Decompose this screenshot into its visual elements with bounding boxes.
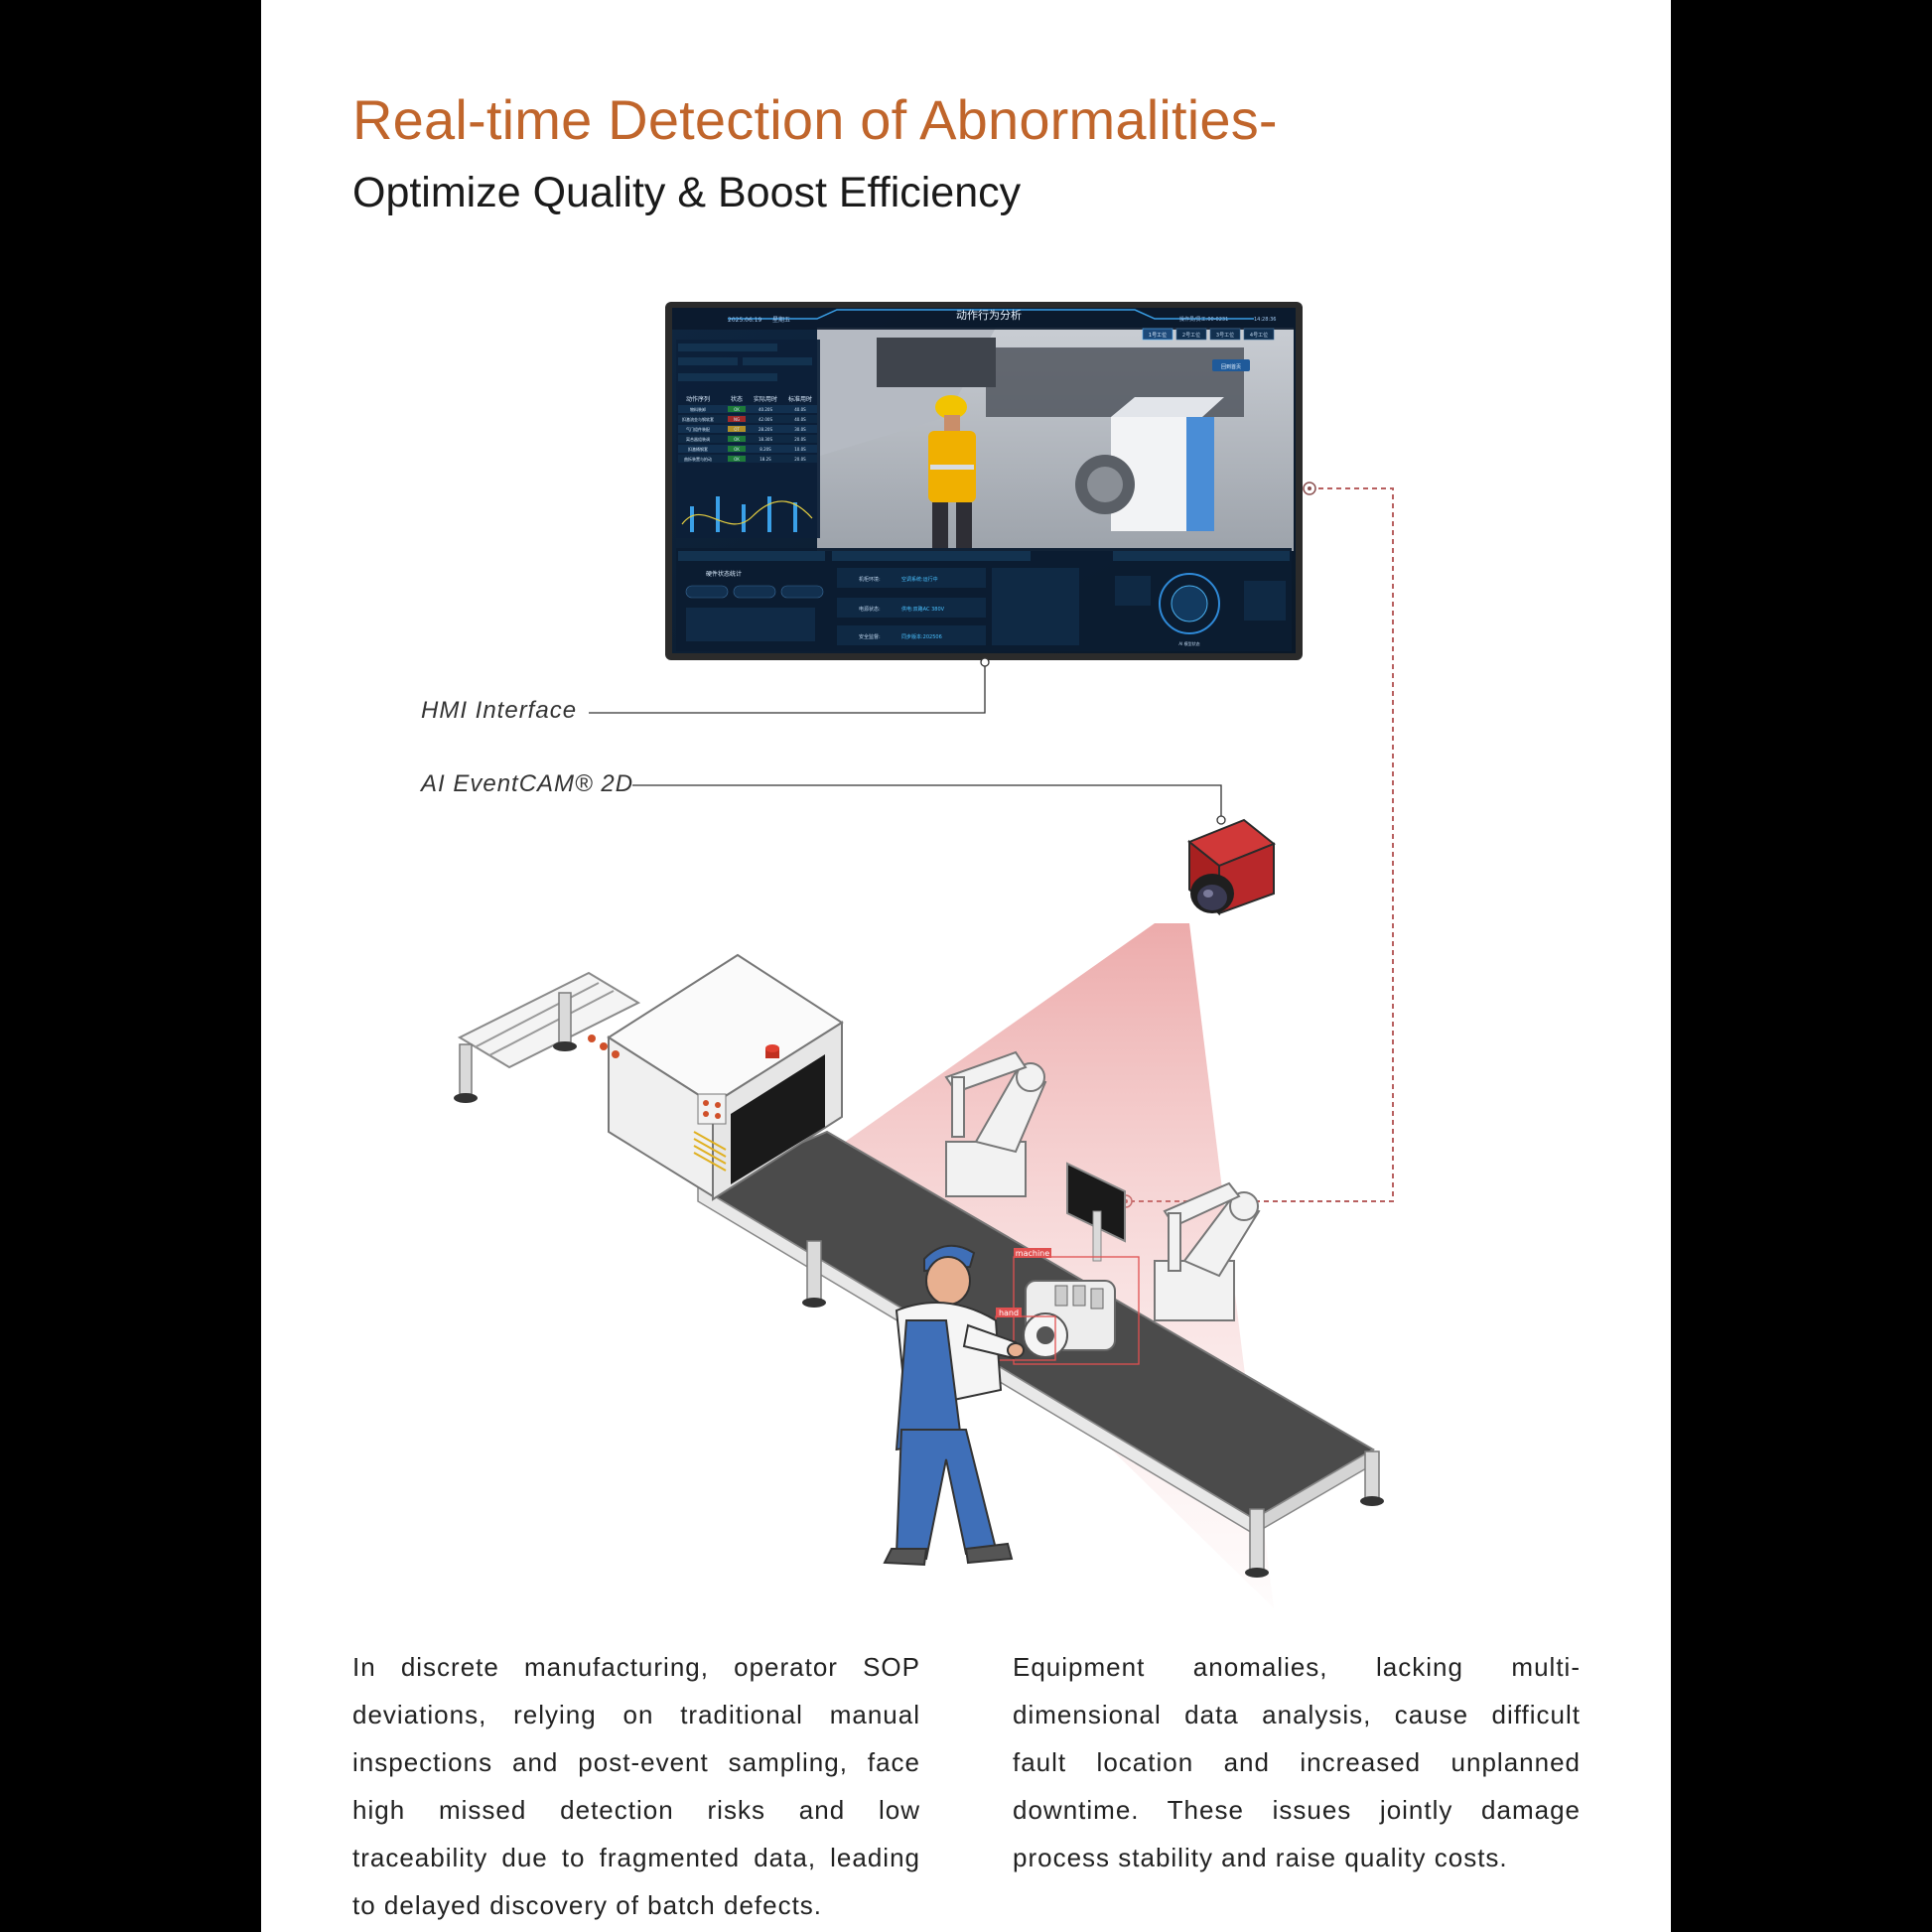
hmi-tab[interactable]: [1175, 328, 1207, 341]
page-title: Real-time Detection of Abnormalities-: [352, 88, 1278, 151]
engine-part: [1023, 1280, 1116, 1358]
page: Real-time Detection of Abnormalities- Op…: [261, 0, 1671, 1932]
hmi-status-rows: 机柜环境: 空调系统:运行中 电源状态: 供电:双路AC 380V 安全监督: …: [837, 568, 986, 645]
hmi-tab[interactable]: [1209, 328, 1241, 341]
hmi-cell: 曲拆装置与拍动: [684, 456, 712, 462]
robot-arm: [944, 1050, 1261, 1321]
hmi-table-header: 状态: [731, 395, 743, 403]
hmi-cell: 10.0S: [794, 447, 806, 452]
hmi-cell: 42.00S: [759, 417, 772, 422]
hmi-cell: 30.0S: [794, 427, 806, 432]
hmi-status-value: 空调系统:运行中: [901, 576, 938, 583]
hmi-table-header: 标准用时: [788, 395, 812, 403]
hmi-cell: 气门组件装配: [686, 426, 710, 432]
hmi-action-table: 动作序列 状态 实际用时 标准用时 物料装卸 OK 40.20S 40.0S 扣…: [678, 395, 817, 463]
hmi-cell: 18.30S: [759, 437, 772, 442]
hmi-cell: OK: [734, 447, 740, 452]
hmi-cell: OK: [734, 407, 740, 412]
hmi-cell: 18.2S: [759, 457, 771, 462]
hmi-tabs: 1号工位 2号工位 3号工位 4号工位: [1142, 328, 1275, 341]
hmi-cell: 40.0S: [794, 417, 806, 422]
page-subtitle: Optimize Quality & Boost Efficiency: [352, 169, 1022, 216]
station-monitor: [1066, 1162, 1126, 1262]
callout-lines: [589, 482, 1394, 1208]
ai-eventcam: [1187, 818, 1276, 916]
hmi-time: 14:28:36: [1254, 317, 1276, 323]
hmi-tab[interactable]: [1243, 328, 1275, 341]
hmi-cell: OT: [734, 427, 740, 432]
hmi-monitor: 动作行为分析 2025.06.19 星期五 操作员/员工:00-0231 14:…: [665, 302, 1303, 660]
hmi-return-button[interactable]: [1212, 359, 1250, 371]
body-text-left: In discrete manufacturing, operator SOP …: [352, 1652, 920, 1920]
hmi-hw-title: 硬件状态统计: [706, 570, 742, 578]
hmi-table-header: 实际用时: [754, 395, 777, 403]
hmi-status-label: 安全监督:: [859, 633, 881, 640]
detection-label-hand: hand: [999, 1309, 1019, 1317]
hmi-tab[interactable]: [1142, 328, 1173, 341]
hmi-cell: 物料装卸: [690, 406, 706, 412]
hmi-cell: 20.0S: [794, 437, 806, 442]
hmi-return-label: 回到首页: [1221, 363, 1241, 370]
operator-worker: [883, 1244, 1025, 1567]
hmi-status-value: 同步版本:202506: [901, 633, 942, 640]
hmi-status-value: 供电:双路AC 380V: [901, 606, 945, 613]
hmi-cell: 离合器组装调: [686, 436, 710, 442]
hmi-table-header: 动作序列: [686, 395, 710, 403]
scene-worker: [928, 395, 976, 548]
hmi-tab-label: 3号工位: [1216, 332, 1234, 339]
camera-callout-label: AI EventCAM® 2D: [421, 770, 634, 797]
body-text-right: Equipment anomalies, lacking multi-dimen…: [1013, 1652, 1581, 1872]
illustration: 动作行为分析 2025.06.19 星期五 操作员/员工:00-0231 14:…: [454, 302, 1394, 1608]
hmi-callout-label: HMI Interface: [421, 697, 578, 724]
hmi-cell: 扣激流金与钢软套: [682, 416, 714, 422]
hmi-date: 2025.06.19: [728, 317, 762, 324]
hmi-tab-label: 4号工位: [1250, 332, 1268, 339]
hmi-tab-label: 1号工位: [1149, 332, 1167, 339]
hmi-shift: 操作员/员工:00-0231: [1179, 316, 1228, 323]
hmi-tab-label: 2号工位: [1182, 332, 1200, 339]
hmi-cell: NG: [734, 417, 740, 422]
detection-boxes: machine hand: [995, 1248, 1140, 1365]
hmi-cell: 40.0S: [794, 407, 806, 412]
hmi-cell: 20.0S: [794, 457, 806, 462]
inspection-tunnel: [588, 953, 844, 1201]
detection-label-machine: machine: [1016, 1249, 1049, 1258]
hmi-cell: 扣激桶钢套: [688, 446, 708, 452]
hmi-cell: 8.20S: [759, 447, 771, 452]
hmi-status-label: 机柜环境:: [859, 576, 881, 583]
hmi-mini-chart: [681, 496, 813, 532]
hmi-title: 动作行为分析: [956, 308, 1022, 322]
hmi-status-label: 电源状态:: [859, 606, 881, 613]
hmi-cell: 40.20S: [759, 407, 772, 412]
hmi-cell: OK: [734, 437, 740, 442]
hmi-cell: OK: [734, 457, 740, 462]
hmi-weekday: 星期五: [772, 316, 790, 324]
hmi-ai-label: AI 模型状态: [1178, 640, 1199, 646]
hmi-cell: 28.20S: [759, 427, 772, 432]
